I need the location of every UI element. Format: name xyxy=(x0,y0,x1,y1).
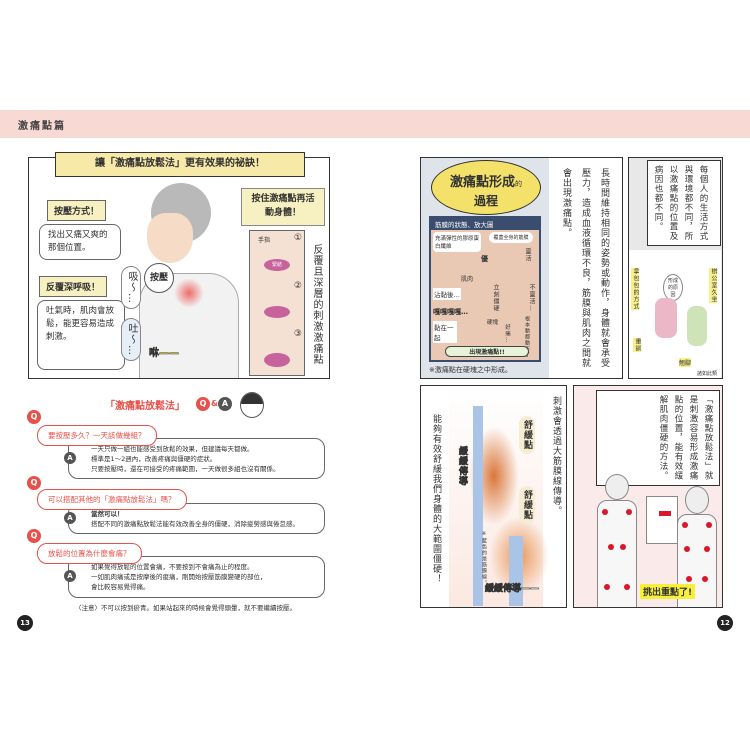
qa-amp: & xyxy=(211,399,218,408)
answer-2: 當然可以！ 搭配不同的激痛點放鬆法能有效改善全身的僵硬，消除疲勞感與倦怠感。 xyxy=(68,503,325,534)
step-illustration: 手指 緊結 ① ② ③ xyxy=(249,230,305,376)
step-2: ② xyxy=(293,281,302,291)
page-number-left: 13 xyxy=(17,615,33,631)
section-header-band: 激痛點篇 xyxy=(0,110,750,138)
step-3: ③ xyxy=(293,329,302,339)
qa-title: 「激痛點放鬆法」 xyxy=(105,401,185,412)
answer-1-line: 一天只做一組也能感受到放鬆的效果，但建議每天都做。 xyxy=(91,445,254,453)
legs-label: 翹腳 xyxy=(679,358,692,367)
flexible-label: 靈活 xyxy=(524,248,531,262)
answer-badge: A xyxy=(64,512,76,524)
section-title: 激痛點篇 xyxy=(18,121,66,132)
creak-sfx: 嘎嘎嘎嘎… xyxy=(433,308,468,316)
highlight-label: 挑出重點了! xyxy=(640,584,696,599)
tips-title: 讓「激痛點放鬆法」更有效果的祕訣！ xyxy=(55,152,305,177)
stiff-label: 立刻僵硬 xyxy=(492,284,499,312)
bag-label: 拿包包的方式 xyxy=(631,268,639,310)
answer-2-line: 搭配不同的激痛點放鬆法能有效改善全身的僵硬，消除疲勞感與倦怠感。 xyxy=(91,520,299,528)
back-body-figure xyxy=(592,474,642,607)
side-text: 反覆且深層的刺激激痛點 xyxy=(311,244,322,365)
caution-note: 〈注意〉不可以按到瘀青。如果站起來的時候會覺得頭暈，就不要繼續按壓。 xyxy=(75,604,296,612)
question-2: 可以搭配其他的「激痛點放鬆法」嗎？ xyxy=(37,489,187,510)
narration-4: 能夠有效舒緩我們身體的大範圍僵硬！ xyxy=(431,414,441,584)
conduct-sfx-2: 緩緩傳導—— xyxy=(485,584,540,595)
question-badge: Q xyxy=(27,410,41,424)
relief-point-label: 舒緩點 xyxy=(519,486,535,524)
muscle-label: 肌肉 xyxy=(461,276,474,283)
not-flexible-label: 不靈活… xyxy=(528,284,535,312)
cant-move-label: 根本動都動不了 xyxy=(524,316,530,358)
trigger-map-panel: 「激痛點放鬆法」就是刺激容易形成激痛點的位置，能有效緩解肌肉僵硬的方法。 挑出重… xyxy=(573,385,723,608)
fascia-label: 筋膜的狀態、放大圖 xyxy=(431,218,539,230)
breath-text: 吐氣時，肌肉會放鬆，能更容易造成刺激。 xyxy=(37,300,125,370)
question-3: 放鬆的位置為什麼會痛？ xyxy=(37,543,142,564)
question-badge: Q xyxy=(27,529,41,543)
question-badge: Q xyxy=(27,476,41,490)
narration-3: 刺激會透過大筋膜線傳導。 xyxy=(551,396,561,516)
exhale-bubble: 吐～… xyxy=(121,318,141,361)
page-number-right: 12 xyxy=(717,615,733,631)
move-label: 按住激痛點再活動身體！ xyxy=(241,188,325,226)
answer-badge: A xyxy=(64,452,76,464)
knot-label: 緊結 xyxy=(264,259,290,271)
answer-badge: A xyxy=(64,570,76,582)
front-body-figure xyxy=(672,486,722,607)
fascia-note: ※藍色的是筋膜線。 xyxy=(481,531,487,586)
answer-1-line: 標準是1～2週內，改善疼痛與僵硬的症狀。 xyxy=(91,455,217,463)
narration-2-box: 每個人的生活方式與環境都不同，所以激痛點的位置及病因也都不同。 xyxy=(647,160,721,246)
formation-panel: 筋膜的狀態、放大圖 充滿彈性的膠原蛋白纖維 覆蓋全身的筋膜 優 靈活 肌肉 沾黏… xyxy=(420,157,623,379)
formation-of: 的 xyxy=(515,180,522,188)
answer-1-line: 只要按壓時，還在可接受的疼痛範圍，一天做很多組也沒有關係。 xyxy=(91,465,280,473)
trigger-point-appears: 出現激痛點!! xyxy=(445,346,529,357)
answer-3-line: 一如肌肉痛或是按摩後的痠痛，剛開始按壓筋膜變硬的部位， xyxy=(91,573,267,581)
motion-sfx: 咻—— xyxy=(149,348,180,360)
cause-label: 形成的原因 xyxy=(663,274,683,301)
stuck-label: 黏在一起 xyxy=(433,321,457,343)
inhale-bubble: 吸～… xyxy=(121,266,141,309)
stick-label: 沾黏後… xyxy=(433,288,461,300)
narration-5-box: 「激痛點放鬆法」就是刺激容易形成激痛點的位置，能有效緩解肌肉僵硬的方法。 xyxy=(596,390,720,486)
girl-face-icon xyxy=(240,392,264,418)
fiber-label: 充滿彈性的膠原蛋白纖維 xyxy=(433,232,481,252)
formation-title-bubble: 激痛點形成的 過程 xyxy=(431,160,541,215)
formation-title: 激痛點形成 xyxy=(449,175,515,190)
sore-label: 好痛… xyxy=(504,324,510,344)
hard-label: 硬塊 xyxy=(487,320,499,326)
conduct-sfx: 緩緩傳導 xyxy=(457,446,468,487)
qa-q-badge: Q xyxy=(196,397,210,411)
office-label: 辦公室久坐 xyxy=(709,268,717,303)
press-method-label: 按壓方式！ xyxy=(47,200,107,221)
fascia-line-panel: 能夠有效舒緩我們身體的大範圍僵硬！ 舒緩點 舒緩點 緩緩傳導 ※藍色的是筋膜線。… xyxy=(420,385,567,608)
sfx-yu: 優 xyxy=(481,255,488,263)
question-1: 要按壓多久？一天該做幾組？ xyxy=(37,425,157,446)
answer-3-line: 如果覺得放鬆的位置會痛，不要按到不會痛為止的程度。 xyxy=(91,563,254,571)
relief-point-label: 舒緩點 xyxy=(519,416,535,454)
training-label: 重訓 xyxy=(633,338,641,352)
finger-label: 手指 xyxy=(258,237,271,244)
etc-label: 諸如此類 xyxy=(697,371,718,377)
answer-3-line: 會比較容易覺得痛。 xyxy=(91,583,150,591)
press-sfx: 按壓 xyxy=(144,263,174,293)
formation-subtitle: 過程 xyxy=(473,194,498,208)
answer-2-line: 當然可以！ xyxy=(91,510,124,518)
narration-5: 「激痛點放鬆法」就是刺激容易形成激痛點的位置，能有效緩解肌肉僵硬的方法。 xyxy=(658,395,713,481)
qa-a-badge: A xyxy=(218,397,232,411)
narration-1: 長時間維持相同的姿勢或動作，身體就會承受壓力，造成血液循環不良，筋膜與肌肉之間就… xyxy=(561,168,609,368)
breath-label: 反覆深呼吸！ xyxy=(39,276,108,297)
press-method-text: 找出又痛又爽的那個位置。 xyxy=(39,224,121,260)
formation-caption: ※激痛點在硬塊之中形成。 xyxy=(429,366,512,374)
fascia-diagram: 筋膜的狀態、放大圖 充滿彈性的膠原蛋白纖維 覆蓋全身的筋膜 優 靈活 肌肉 沾黏… xyxy=(429,216,541,362)
covers-label: 覆蓋全身的筋膜 xyxy=(489,232,533,243)
tips-panel: 按壓 按壓方式！ 找出又痛又爽的那個位置。 反覆深呼吸！ 吐氣時，肌肉會放鬆，能… xyxy=(28,157,330,379)
step-1: ① xyxy=(293,233,302,243)
lifestyle-panel: 每個人的生活方式與環境都不同，所以激痛點的位置及病因也都不同。 拿包包的方式 辦… xyxy=(628,157,723,379)
narration-2: 每個人的生活方式與環境都不同，所以激痛點的位置及病因也都不同。 xyxy=(653,165,708,241)
